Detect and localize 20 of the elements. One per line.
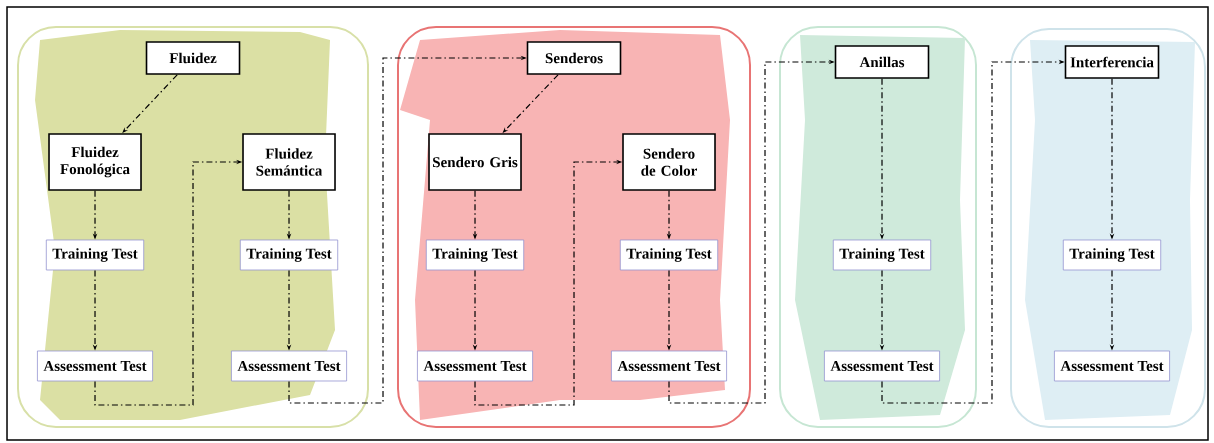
category-box: Anillas bbox=[834, 45, 930, 79]
test-box: Assessment Test bbox=[1054, 350, 1170, 382]
test-box: Training Test bbox=[425, 239, 525, 271]
category-box: Fluidez Fonológica bbox=[48, 133, 142, 191]
category-box: Sendero Gris bbox=[428, 133, 522, 191]
test-box: Training Test bbox=[619, 239, 719, 271]
test-box: Training Test bbox=[1062, 239, 1162, 271]
test-box: Training Test bbox=[239, 239, 339, 271]
test-box: Assessment Test bbox=[37, 350, 153, 382]
category-box: Fluidez Semántica bbox=[242, 133, 336, 191]
category-box: Fluidez bbox=[145, 41, 241, 75]
test-box: Assessment Test bbox=[417, 350, 533, 382]
test-box: Assessment Test bbox=[231, 350, 347, 382]
test-box: Assessment Test bbox=[824, 350, 940, 382]
test-box: Training Test bbox=[832, 239, 932, 271]
category-box: Senderos bbox=[526, 41, 622, 75]
category-box: Interferencia bbox=[1064, 45, 1160, 79]
test-box: Training Test bbox=[45, 239, 145, 271]
test-box: Assessment Test bbox=[611, 350, 727, 382]
category-box: Sendero de Color bbox=[622, 133, 716, 191]
